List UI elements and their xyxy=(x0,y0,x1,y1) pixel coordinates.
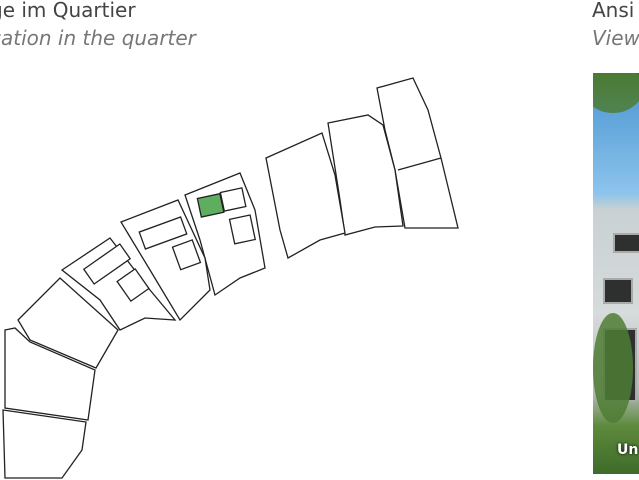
building-block xyxy=(2,409,87,479)
window xyxy=(603,278,633,304)
view-title: Ansi xyxy=(592,0,635,22)
view-subtitle: View xyxy=(592,26,639,50)
unit xyxy=(219,187,247,212)
building-view-photo[interactable]: Un xyxy=(593,73,639,474)
unit xyxy=(171,239,202,271)
building-block xyxy=(265,132,346,259)
window xyxy=(613,233,639,253)
location-subtitle: cation in the quarter xyxy=(0,26,196,50)
selected-unit[interactable] xyxy=(196,192,225,218)
building-block xyxy=(4,327,96,421)
building-block xyxy=(17,277,119,369)
tree xyxy=(593,313,633,423)
unit xyxy=(228,214,257,245)
unit xyxy=(116,267,150,303)
tree xyxy=(593,73,639,113)
location-title: ge im Quartier xyxy=(0,0,136,22)
unit xyxy=(82,243,132,285)
photo-caption: Un xyxy=(617,442,639,458)
unit xyxy=(138,216,188,250)
